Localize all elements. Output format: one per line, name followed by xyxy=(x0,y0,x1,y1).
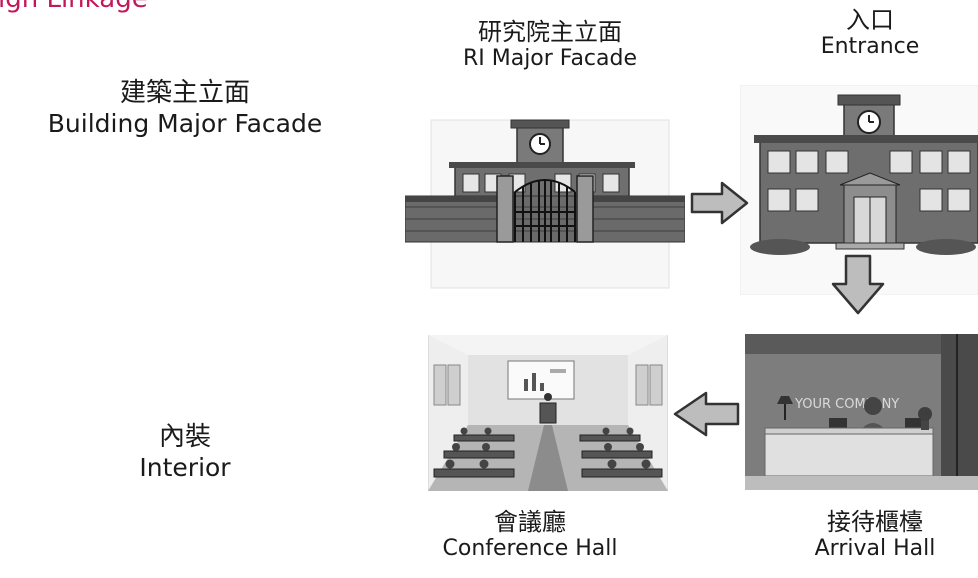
section-label-interior-zh: 內裝 xyxy=(158,422,211,452)
node-label-entrance-en: Entrance xyxy=(820,34,920,60)
node-label-ri-facade-en: RI Major Facade xyxy=(462,46,638,72)
node-label-entrance: 入口 Entrance xyxy=(790,6,950,60)
section-label-building-en: Building Major Facade xyxy=(47,108,323,138)
arrow-down-icon xyxy=(830,254,886,316)
section-label-interior: 內裝 Interior xyxy=(80,422,290,482)
gate-icon xyxy=(514,179,576,242)
clock-icon xyxy=(529,133,551,155)
conference-image xyxy=(428,335,668,491)
cutoff-heading: ign Linkage xyxy=(0,0,298,14)
node-label-ri-facade-zh: 研究院主立面 xyxy=(478,18,622,46)
door-icon xyxy=(839,172,901,244)
arrow-right-icon xyxy=(690,180,750,226)
section-label-building-zh: 建築主立面 xyxy=(119,78,250,108)
node-label-arrival-zh: 接待櫃檯 xyxy=(827,508,923,536)
arrival-image: YOUR COMPANY xyxy=(745,334,978,490)
node-label-conference-zh: 會議廳 xyxy=(494,508,566,536)
company-sign: YOUR COMPANY xyxy=(794,397,899,412)
node-label-conference-en: Conference Hall xyxy=(442,536,618,562)
node-label-ri-facade: 研究院主立面 RI Major Facade xyxy=(420,18,680,72)
node-label-conference: 會議廳 Conference Hall xyxy=(420,508,640,562)
ri-facade-image xyxy=(405,112,685,290)
section-label-building: 建築主立面 Building Major Facade xyxy=(10,78,360,138)
node-label-arrival-en: Arrival Hall xyxy=(814,536,936,562)
node-label-arrival: 接待櫃檯 Arrival Hall xyxy=(790,508,960,562)
node-label-entrance-zh: 入口 xyxy=(846,6,894,34)
section-label-interior-en: Interior xyxy=(139,452,231,482)
arrow-left-icon xyxy=(672,390,740,438)
